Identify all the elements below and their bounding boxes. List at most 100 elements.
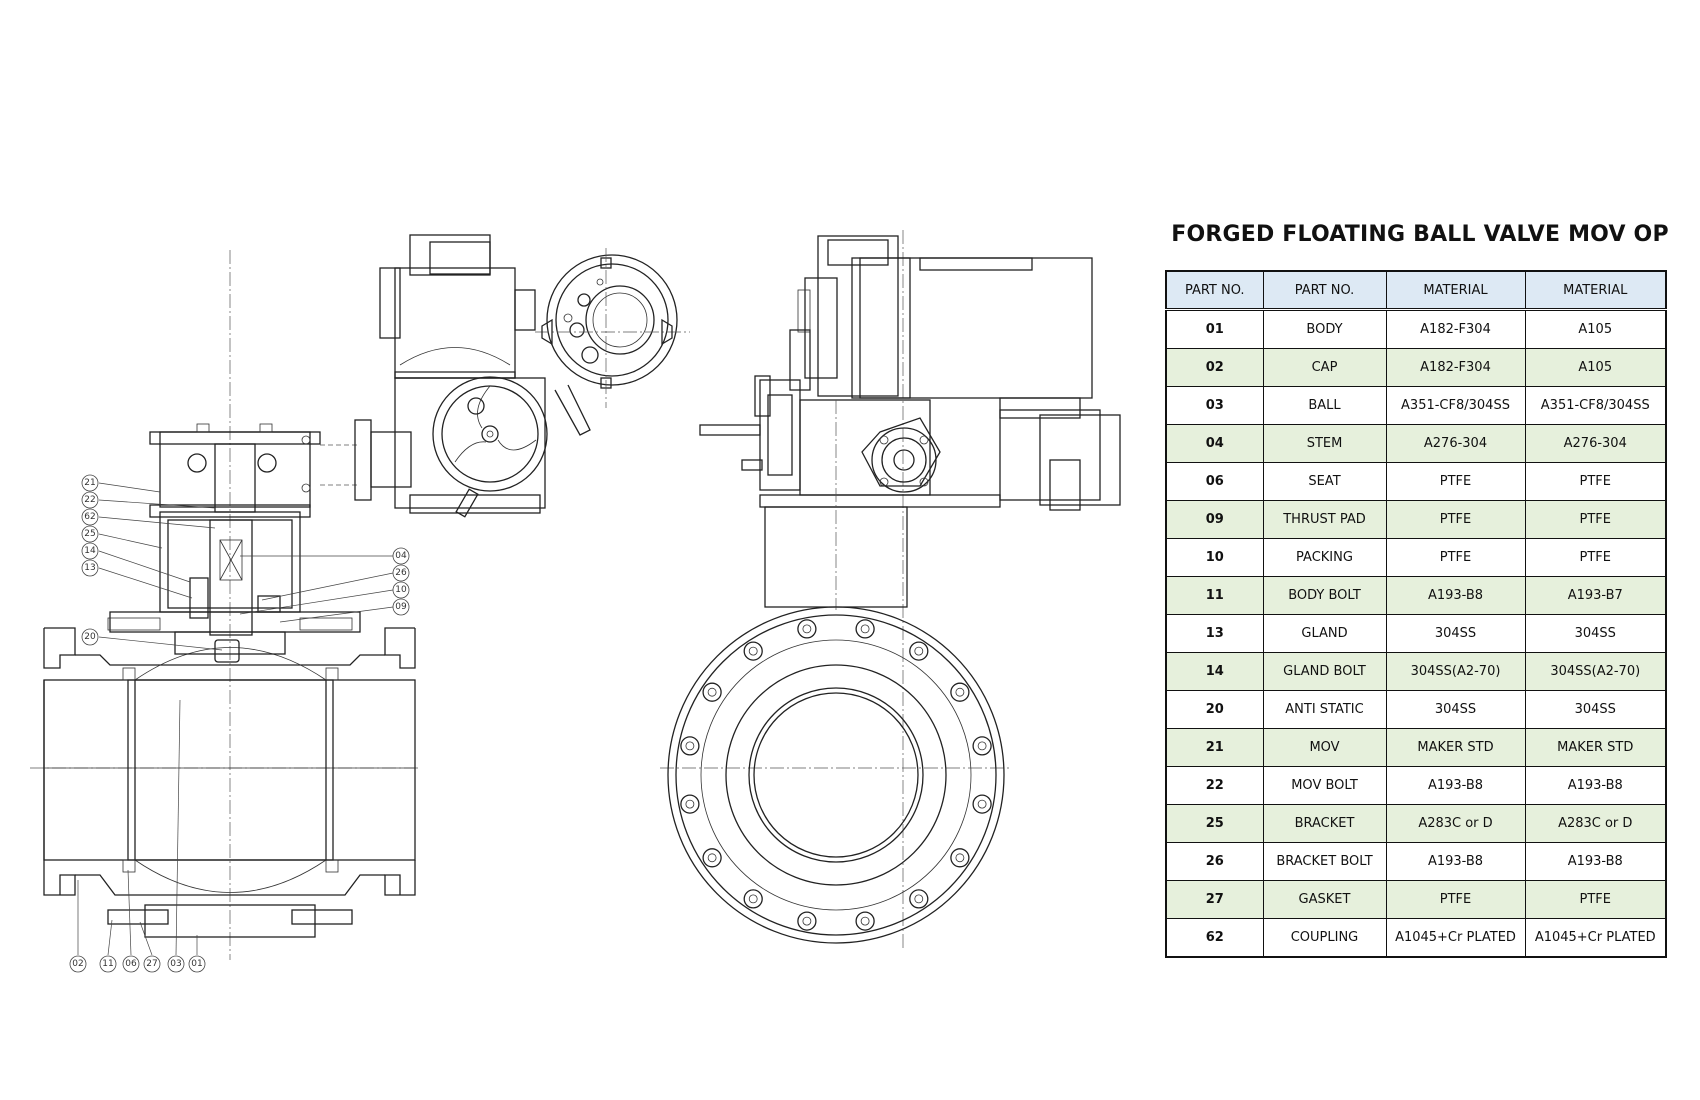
cell-part-name: ANTI STATIC xyxy=(1262,690,1387,729)
callout-bubble xyxy=(81,628,99,646)
bolt-hole-inner xyxy=(955,687,965,697)
cell-material-b: PTFE xyxy=(1524,880,1667,919)
cell-part-name: BODY BOLT xyxy=(1262,576,1387,615)
cell-material-a: A193-B8 xyxy=(1385,766,1526,805)
bolt-hole-inner xyxy=(860,916,870,926)
callout-bubble xyxy=(392,564,410,582)
header-part-name: PART NO. xyxy=(1262,270,1387,311)
cell-part-no: 10 xyxy=(1165,538,1264,577)
bolt-hole xyxy=(702,682,722,702)
callout-bubble xyxy=(167,955,185,973)
bolt-hole xyxy=(680,794,700,814)
callout-label: 10 xyxy=(395,585,407,595)
bolt-hole-inner xyxy=(802,916,812,926)
bolt-hole-inner xyxy=(977,741,987,751)
callout-bubble xyxy=(392,598,410,616)
bolt-hole xyxy=(702,848,722,868)
cell-part-name: MOV xyxy=(1262,728,1387,767)
cell-part-no: 25 xyxy=(1165,804,1264,843)
cell-part-name: BODY xyxy=(1262,309,1387,349)
cell-part-no: 01 xyxy=(1165,309,1264,349)
bolt-hole xyxy=(855,911,875,931)
bolt-hole xyxy=(797,911,817,931)
cell-material-b: 304SS(A2-70) xyxy=(1524,652,1667,691)
flange-bolt-holes xyxy=(680,619,992,931)
callout-label: 13 xyxy=(84,563,95,573)
cell-part-no: 22 xyxy=(1165,766,1264,805)
callout-bubble xyxy=(81,491,99,509)
cell-material-b: A1045+Cr PLATED xyxy=(1524,918,1667,958)
bolt-hole-inner xyxy=(977,799,987,809)
cell-part-no: 20 xyxy=(1165,690,1264,729)
cell-material-a: A283C or D xyxy=(1385,804,1526,843)
cell-part-name: GLAND BOLT xyxy=(1262,652,1387,691)
cell-material-a: PTFE xyxy=(1385,500,1526,539)
callout-label: 09 xyxy=(395,602,407,612)
bolt-hole-inner xyxy=(802,624,812,634)
cell-material-a: PTFE xyxy=(1385,880,1526,919)
bolt-hole xyxy=(743,889,763,909)
cell-part-no: 06 xyxy=(1165,462,1264,501)
cell-material-a: A1045+Cr PLATED xyxy=(1385,918,1526,958)
bolt-hole-inner xyxy=(707,687,717,697)
callout-bubble xyxy=(81,542,99,560)
callout-label: 21 xyxy=(84,478,95,488)
callout-bubble xyxy=(392,581,410,599)
cell-material-b: A105 xyxy=(1524,309,1667,349)
cell-material-b: A276-304 xyxy=(1524,424,1667,463)
callout-bubble xyxy=(81,508,99,526)
bolt-hole xyxy=(972,794,992,814)
callout-label: 11 xyxy=(102,959,113,969)
cell-material-a: A351-CF8/304SS xyxy=(1385,386,1526,425)
cell-material-b: 304SS xyxy=(1524,614,1667,653)
bolt-hole xyxy=(909,889,929,909)
valve-side-section-view xyxy=(30,234,690,960)
cell-part-no: 09 xyxy=(1165,500,1264,539)
bolt-hole-inner xyxy=(685,799,695,809)
cell-part-no: 02 xyxy=(1165,348,1264,387)
cell-part-no: 62 xyxy=(1165,918,1264,958)
callout-label: 22 xyxy=(84,495,95,505)
bolt-hole xyxy=(743,641,763,661)
cell-material-a: MAKER STD xyxy=(1385,728,1526,767)
cell-part-name: BRACKET BOLT xyxy=(1262,842,1387,881)
cell-part-name: GLAND xyxy=(1262,614,1387,653)
cell-part-no: 04 xyxy=(1165,424,1264,463)
bolt-hole xyxy=(680,736,700,756)
bolt-hole xyxy=(855,619,875,639)
callout-label: 26 xyxy=(395,568,407,578)
cell-material-b: A283C or D xyxy=(1524,804,1667,843)
callout-label: 06 xyxy=(125,959,137,969)
cell-material-b: PTFE xyxy=(1524,538,1667,577)
cell-part-name: THRUST PAD xyxy=(1262,500,1387,539)
callout-label: 03 xyxy=(170,959,181,969)
cell-material-a: 304SS xyxy=(1385,690,1526,729)
cell-material-a: A276-304 xyxy=(1385,424,1526,463)
cell-part-name: BALL xyxy=(1262,386,1387,425)
cell-material-b: PTFE xyxy=(1524,462,1667,501)
callout-bubble xyxy=(81,474,99,492)
callout-bubble xyxy=(143,955,161,973)
cell-part-name: STEM xyxy=(1262,424,1387,463)
cell-part-name: COUPLING xyxy=(1262,918,1387,958)
cell-material-a: 304SS(A2-70) xyxy=(1385,652,1526,691)
callout-bubble xyxy=(81,559,99,577)
cell-material-b: 304SS xyxy=(1524,690,1667,729)
cell-material-a: A182-F304 xyxy=(1385,348,1526,387)
bolt-hole xyxy=(797,619,817,639)
bolt-hole-inner xyxy=(707,853,717,863)
